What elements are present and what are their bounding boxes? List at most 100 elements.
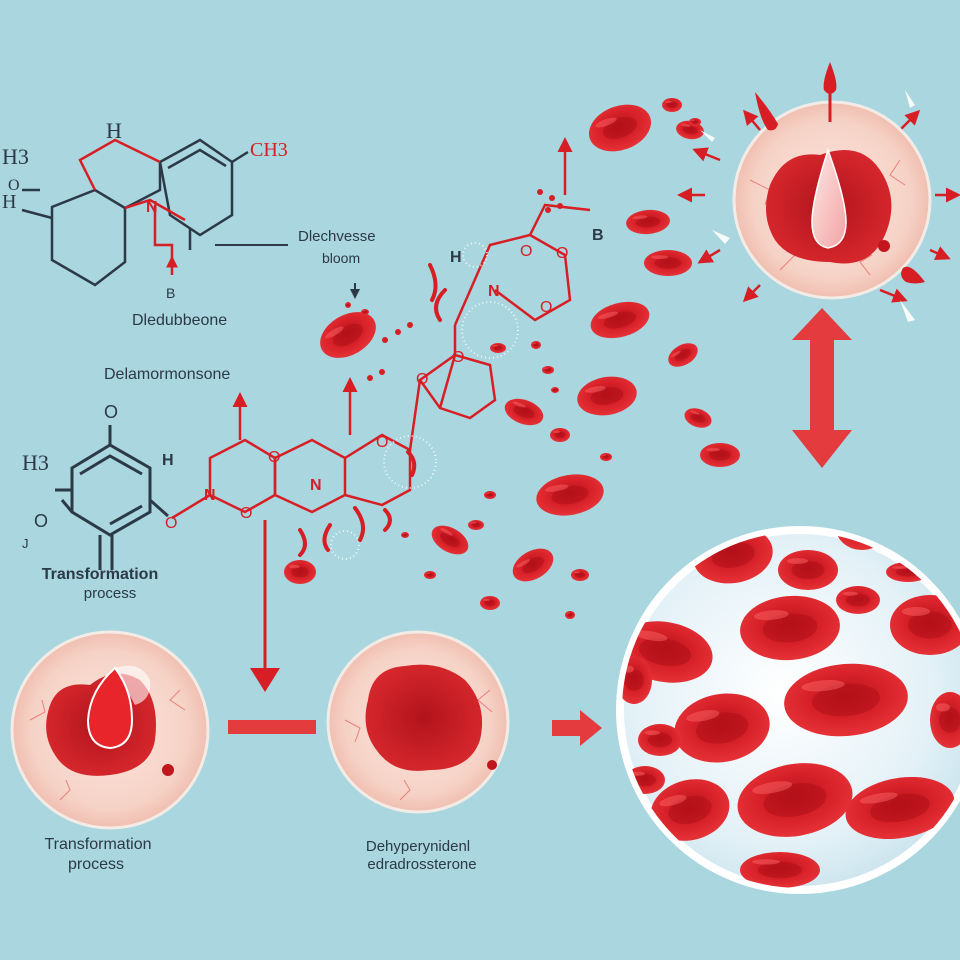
red-blood-cell xyxy=(345,302,351,308)
red-blood-cell xyxy=(401,532,409,538)
mid-bond-left xyxy=(55,488,74,513)
red-blood-cell xyxy=(512,548,554,582)
molecule-chain xyxy=(171,137,591,520)
atom-chain-o5: O xyxy=(452,349,464,366)
chain-dots xyxy=(367,189,563,381)
chain-link-2 xyxy=(408,379,422,451)
label-left-process-line2: process xyxy=(83,585,137,602)
label-left-process-line1: Transformation xyxy=(41,566,159,583)
atom-chain-n1: N xyxy=(204,487,216,504)
magnified-red-blood-cell xyxy=(778,550,838,590)
top-bond-red-2 xyxy=(124,198,186,222)
label-bottom-middle-line2: edradrossterone xyxy=(367,856,477,873)
red-blood-cell xyxy=(626,209,670,235)
floating-red-blood-cells xyxy=(284,98,740,619)
red-flourishes xyxy=(298,263,447,557)
atom-top-ch3: CH3 xyxy=(250,139,288,161)
atom-mid-o-right: O xyxy=(165,515,177,532)
chain-atoms: H N O O N O O O N O O O H B xyxy=(162,227,604,522)
top-bond-ch3 xyxy=(231,150,249,164)
burst-sparks xyxy=(700,90,915,322)
top-ring-left xyxy=(50,188,127,287)
red-blood-cell xyxy=(589,104,651,152)
red-blood-cell xyxy=(531,341,541,349)
top-right-wound xyxy=(677,62,960,322)
mid-ring-inner xyxy=(79,454,143,526)
atom-top-h3: H3 xyxy=(2,144,29,169)
falling-drop-left xyxy=(755,92,778,131)
mid-bond-down xyxy=(98,535,114,570)
mid-molecule xyxy=(55,425,169,570)
atom-chain-o3: O xyxy=(376,434,388,451)
red-blood-cell xyxy=(662,98,682,112)
atom-chain-o7: O xyxy=(556,245,568,262)
label-callout-line2: bloom xyxy=(322,250,361,266)
atom-chain-h: H xyxy=(162,452,174,469)
right-arrow xyxy=(552,710,602,746)
red-blood-cell xyxy=(668,343,698,367)
atom-chain-o8: O xyxy=(540,299,552,316)
atom-top-h: H xyxy=(106,118,122,143)
atom-chain-o4: O xyxy=(416,371,428,388)
falling-drop-top xyxy=(823,62,837,94)
mid-bond-right xyxy=(149,498,169,518)
atom-chain-o1: O xyxy=(240,505,252,522)
red-blood-cell xyxy=(700,443,740,467)
dash-bar xyxy=(228,720,316,734)
falling-drop-right xyxy=(901,266,925,284)
chain-ring-2 xyxy=(273,438,347,514)
magnified-red-blood-cell xyxy=(740,852,820,888)
atom-left-j: J xyxy=(22,536,29,551)
chain-link-4 xyxy=(528,203,591,236)
red-blood-cell xyxy=(320,312,376,358)
red-blood-cell xyxy=(644,250,692,276)
wound-droplet xyxy=(811,147,847,249)
atom-left-o-top: O xyxy=(104,402,118,422)
red-blood-cell xyxy=(542,366,554,374)
magnified-red-blood-cell xyxy=(674,693,770,763)
top-bond-left xyxy=(21,188,53,220)
bottom-left-droplet xyxy=(86,666,134,750)
atom-chain-b: B xyxy=(592,227,604,244)
atom-chain-n3: N xyxy=(488,283,500,300)
atom-left-o: O xyxy=(34,511,48,531)
red-blood-cell xyxy=(684,408,712,428)
red-blood-cell xyxy=(577,376,637,416)
red-blood-cell xyxy=(571,569,589,581)
magnified-cells xyxy=(622,532,960,888)
atom-left-h3: H3 xyxy=(22,450,49,475)
chain-ring-5 xyxy=(453,233,572,326)
red-blood-cell xyxy=(431,525,469,555)
down-arrow-head xyxy=(250,668,280,692)
label-bottom-process-line2: process xyxy=(67,856,125,873)
magnified-red-blood-cell xyxy=(784,663,908,737)
bottom-left-tissue xyxy=(10,630,210,830)
magnified-red-blood-cell xyxy=(650,779,730,841)
label-callout-line1: Dlechvesse xyxy=(298,228,376,245)
magnified-red-blood-cell xyxy=(836,532,888,550)
atom-top-b: B xyxy=(166,285,175,301)
red-blood-cell xyxy=(504,398,544,426)
burst-arrows xyxy=(677,109,960,303)
magnified-red-blood-cell xyxy=(845,776,955,840)
top-bond-red-1 xyxy=(78,138,161,191)
red-blood-cell xyxy=(480,596,500,610)
atom-chain-o2: O xyxy=(268,449,280,466)
magnified-red-blood-cell xyxy=(737,763,853,837)
magnified-red-blood-cell xyxy=(930,692,960,748)
atom-chain-n2: N xyxy=(310,477,322,494)
red-blood-cell xyxy=(689,118,701,126)
atom-top-n: N xyxy=(146,199,158,216)
top-ring-right-inner xyxy=(167,148,227,170)
atom-top-o: O xyxy=(8,177,20,194)
label-top-molecule: Dledubbeone xyxy=(132,312,228,329)
chain-link-1 xyxy=(171,493,211,520)
red-blood-cell xyxy=(590,301,650,339)
red-blood-cell xyxy=(468,520,484,530)
magnified-red-blood-cell xyxy=(836,586,880,614)
chain-ring-3 xyxy=(344,433,412,507)
atom-chain-h2: H xyxy=(450,249,462,266)
label-mid-molecule: Delamormonsone xyxy=(104,366,231,383)
red-blood-cell xyxy=(600,453,612,461)
